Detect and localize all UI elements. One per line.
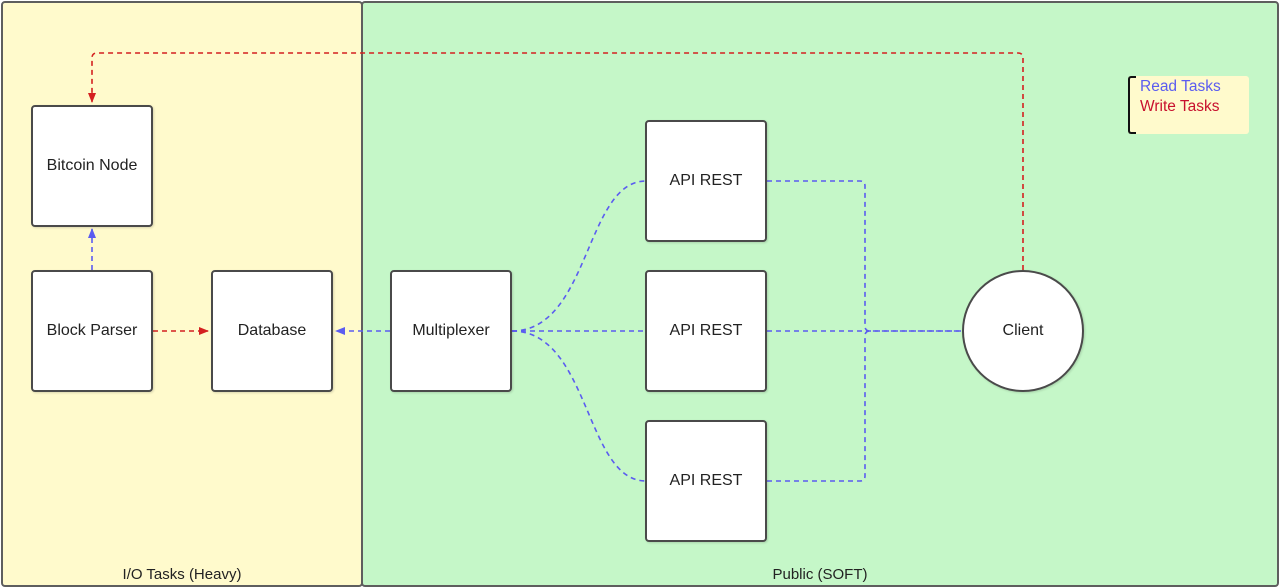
edge-api-bottom-to-client (767, 330, 871, 482)
legend-read-tasks: Read Tasks (1140, 78, 1221, 95)
block-parser-label: Block Parser (46, 322, 138, 339)
edge-client-to-bitcoin-node (88, 52, 1024, 270)
api-rest-mid-label: API REST (669, 322, 743, 339)
api-rest-node-bottom[interactable]: API REST (645, 420, 767, 542)
bitcoin-node[interactable]: Bitcoin Node (31, 105, 153, 227)
block-parser-node[interactable]: Block Parser (31, 270, 153, 392)
client-node[interactable]: Client (962, 270, 1084, 392)
edge-api-top-to-client (767, 180, 962, 332)
edge-multiplexer-to-api-bottom (511, 330, 647, 482)
public-zone-label: Public (SOFT) (772, 566, 868, 583)
legend: Read Tasks Write Tasks (1128, 76, 1249, 134)
database-label: Database (237, 322, 307, 339)
api-rest-bottom-label: API REST (669, 472, 743, 489)
multiplexer-node[interactable]: Multiplexer (390, 270, 512, 392)
legend-write-tasks: Write Tasks (1140, 98, 1220, 115)
api-rest-node-top[interactable]: API REST (645, 120, 767, 242)
api-rest-node-mid[interactable]: API REST (645, 270, 767, 392)
api-rest-top-label: API REST (669, 172, 743, 189)
legend-bracket (1128, 76, 1136, 134)
multiplexer-label: Multiplexer (412, 322, 490, 339)
database-node[interactable]: Database (211, 270, 333, 392)
edge-multiplexer-to-api-top (511, 180, 647, 332)
client-label: Client (1002, 322, 1044, 339)
io-tasks-zone-label: I/O Tasks (Heavy) (122, 566, 242, 583)
bitcoin-node-label: Bitcoin Node (46, 157, 138, 174)
public-zone: Public (SOFT) (361, 1, 1279, 587)
